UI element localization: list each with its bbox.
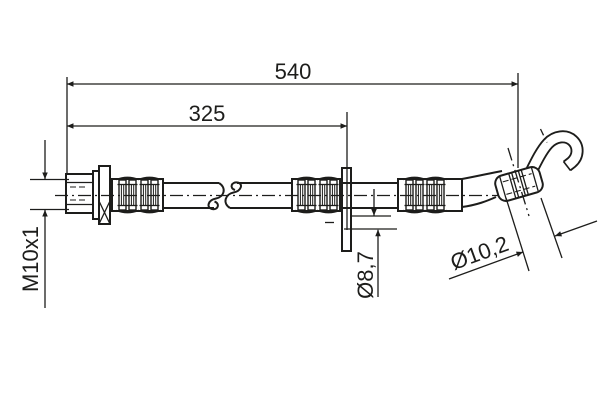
dimension-overall-length: 540 xyxy=(66,59,519,174)
pipe-open-end-cut xyxy=(562,161,572,171)
end-hook-pipe xyxy=(523,130,584,179)
dimension-label-d8-7: Ø8,7 xyxy=(353,251,378,299)
dimension-thread: M10x1 xyxy=(18,140,69,308)
pipe-break-symbol-left xyxy=(207,182,225,211)
pipe-break-symbol-right xyxy=(224,181,242,209)
dimension-hose-diameter: Ø8,7 xyxy=(325,189,397,299)
collar-cross-mark xyxy=(98,200,111,225)
hose-segment-curved xyxy=(461,170,503,180)
hook-axis-stub xyxy=(539,128,548,143)
hose-body xyxy=(163,130,584,211)
eye-axis-centerline xyxy=(507,147,530,217)
end-fitting-body xyxy=(494,166,544,202)
dimension-label-325: 325 xyxy=(189,101,226,126)
centerlines xyxy=(55,128,548,217)
dimension-label-540: 540 xyxy=(275,59,312,84)
dimension-eye-diameter: Ø10,2 xyxy=(447,197,598,280)
hose-segment-curved xyxy=(461,196,497,208)
dimension-label-m10x1: M10x1 xyxy=(18,226,43,292)
dimension-length-to-bracket: 325 xyxy=(66,101,348,230)
